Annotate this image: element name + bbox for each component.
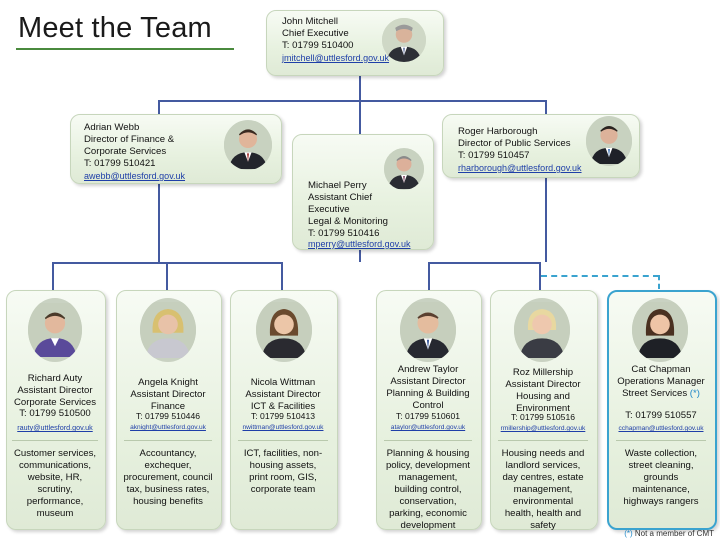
staff-name: Roz Millership <box>512 367 574 378</box>
connector-webb-down <box>158 182 160 262</box>
director-role-line: Corporate Services <box>84 146 167 157</box>
staff-role: Assistant Director Housing and Environme… <box>505 379 581 414</box>
staff-email-link[interactable]: aknight@uttlesford.gov.uk <box>130 424 206 431</box>
connector-knight <box>166 262 168 290</box>
connector-to-harborough <box>545 100 547 114</box>
director-phone: T: 01799 510457 <box>458 150 530 161</box>
director-name: Adrian Webb <box>84 122 140 133</box>
portrait-photo-icon <box>256 298 312 362</box>
staff-role: Operations Manager Street Services <box>617 376 705 399</box>
connector-to-webb <box>158 100 160 114</box>
director-email-link[interactable]: rharborough@uttlesford.gov.uk <box>458 163 582 173</box>
staff-name: Cat Chapman <box>631 364 691 375</box>
portrait-photo-icon <box>28 298 82 362</box>
portrait-photo-icon <box>384 148 424 190</box>
ceo-name: John Mitchell <box>282 16 338 27</box>
card-divider <box>12 440 98 441</box>
portrait-photo-icon <box>632 298 688 362</box>
assistant-ceo-email-link[interactable]: mperry@uttlesford.gov.uk <box>308 239 411 249</box>
card-divider <box>498 440 588 441</box>
connector-wittman <box>281 262 283 290</box>
staff-email-link[interactable]: rauty@uttlesford.gov.uk <box>17 423 93 432</box>
card-divider <box>616 440 706 441</box>
connector-harborough-down <box>545 176 547 262</box>
staff-name: Angela Knight <box>138 377 198 388</box>
staff-card-wittman <box>230 290 338 530</box>
footnote-marker: (*) <box>624 529 633 538</box>
portrait-photo-icon <box>224 120 272 170</box>
connector-auty <box>52 262 54 290</box>
portrait-photo-icon <box>400 298 456 362</box>
connector-taylor <box>428 262 430 290</box>
card-divider <box>124 440 212 441</box>
staff-role: Assistant Director Finance <box>130 389 206 412</box>
portrait-photo-icon <box>586 116 632 166</box>
staff-remit: Customer services, communications, websi… <box>13 448 97 519</box>
assistant-ceo-role-line: Executive <box>308 204 350 215</box>
staff-phone: T: 01799 510413 <box>250 411 316 421</box>
staff-role: Assistant Director Corporate Services <box>13 385 97 408</box>
card-divider <box>238 440 328 441</box>
assistant-ceo-role-line: Assistant Chief <box>308 192 372 203</box>
not-cmt-marker: (*) <box>689 388 700 399</box>
staff-phone: T: 01799 510446 <box>135 411 201 421</box>
dotted-link-vertical <box>658 275 660 289</box>
staff-role-block: Operations Manager Street Services (*) <box>616 376 706 400</box>
page-title: Meet the Team <box>18 12 212 44</box>
staff-email-link[interactable]: nwittman@uttlesford.gov.uk <box>242 424 324 431</box>
staff-name: Andrew Taylor <box>397 364 459 375</box>
ceo-phone: T: 01799 510400 <box>282 40 354 51</box>
ceo-role: Chief Executive <box>282 28 349 39</box>
director-role-line: Director of Public Services <box>458 138 571 149</box>
dotted-link-horizontal <box>541 275 659 277</box>
portrait-photo-icon <box>514 298 570 362</box>
connector-perry-down <box>359 248 361 262</box>
staff-name: Richard Auty <box>27 373 83 384</box>
portrait-photo-icon <box>382 18 426 62</box>
director-phone: T: 01799 510421 <box>84 158 156 169</box>
staff-phone: T: 01799 510557 <box>625 410 697 421</box>
connector-ceo-down <box>359 76 361 100</box>
staff-name: Nicola Wittman <box>250 377 316 388</box>
staff-remit: Planning & housing policy, development m… <box>385 448 471 531</box>
card-divider <box>384 440 472 441</box>
staff-remit: ICT, facilities, non-housing assets, pri… <box>243 448 323 495</box>
connector-top-horizontal <box>158 100 546 102</box>
staff-phone: T: 01799 510516 <box>510 412 576 422</box>
staff-role: Assistant Director Planning & Building C… <box>386 376 470 411</box>
director-email-link[interactable]: awebb@uttlesford.gov.uk <box>84 171 186 181</box>
title-underline <box>16 48 234 50</box>
staff-email-link[interactable]: ataylor@uttlesford.gov.uk <box>390 424 466 431</box>
staff-remit: Accountancy, exchequer, procurement, cou… <box>123 448 213 507</box>
staff-remit: Waste collection, street cleaning, groun… <box>623 448 699 507</box>
connector-millership <box>539 262 541 290</box>
staff-phone: T: 01799 510601 <box>395 411 461 421</box>
assistant-ceo-phone: T: 01799 510416 <box>308 228 380 239</box>
staff-email-link[interactable]: cchapman@uttlesford.gov.uk <box>618 425 704 432</box>
connector-right-group <box>428 262 540 264</box>
director-role-line: Director of Finance & <box>84 134 175 145</box>
footnote-text: Not a member of CMT <box>632 529 714 538</box>
connector-to-perry <box>359 100 361 134</box>
staff-role: Assistant Director ICT & Facilities <box>245 389 321 412</box>
staff-remit: Housing needs and landlord services, day… <box>501 448 585 531</box>
staff-phone: T: 01799 510500 <box>19 408 91 419</box>
assistant-ceo-name: Michael Perry <box>308 180 367 191</box>
footnote: (*) Not a member of CMT <box>624 529 714 538</box>
staff-email-link[interactable]: rmillership@uttlesford.gov.uk <box>500 425 586 432</box>
portrait-photo-icon <box>140 298 196 362</box>
assistant-ceo-role-line: Legal & Monitoring <box>308 216 388 227</box>
director-name: Roger Harborough <box>458 126 538 137</box>
ceo-email-link[interactable]: jmitchell@uttlesford.gov.uk <box>282 53 390 63</box>
